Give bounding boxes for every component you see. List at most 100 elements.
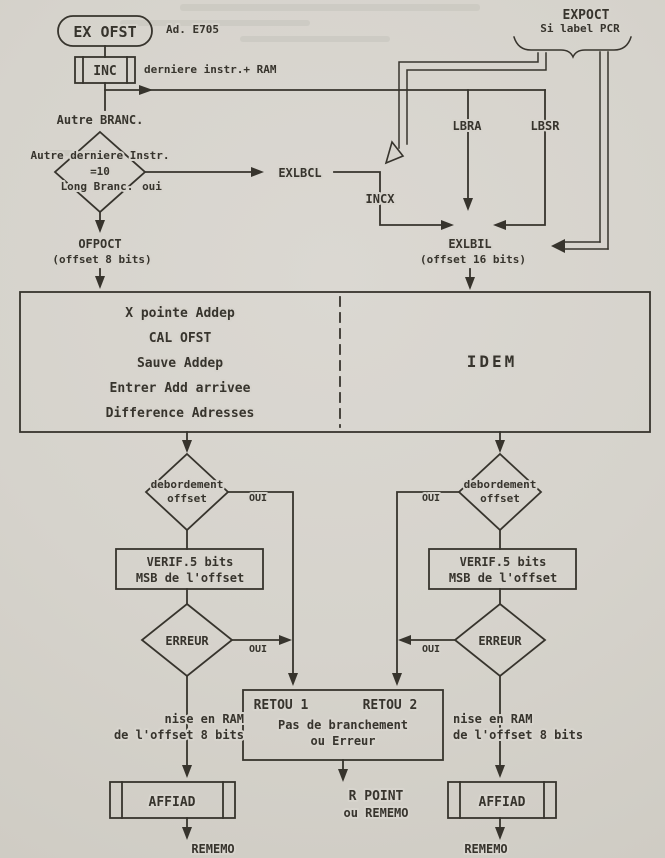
main-box-step: X pointe Addep xyxy=(125,306,235,321)
retou1-label: RETOU 1 xyxy=(254,698,309,713)
verif-box-outline xyxy=(428,548,577,590)
ram-store-left: nise en RAM de l'offset 8 bits AFFIAD RE… xyxy=(109,675,246,858)
affiad-label: AFFIAD xyxy=(149,795,196,810)
ofpoct-note: (offset 8 bits) xyxy=(52,253,151,266)
start-address-note: Ad. E705 xyxy=(166,23,219,36)
ram-store-right: nise en RAM de l'offset 8 bits AFFIAD RE… xyxy=(447,675,585,858)
lbra-label: LBRA xyxy=(453,119,483,133)
ofpoct-label: OFPOCT xyxy=(78,237,121,251)
inc-note: derniere instr.+ RAM xyxy=(144,63,277,76)
main-box-step: Difference Adresses xyxy=(106,406,255,421)
verif-line2: MSB de l'offset xyxy=(449,571,557,585)
arrowhead-down xyxy=(182,440,192,453)
erreur-decision-left: ERREUR OUI xyxy=(140,588,292,678)
verif-line2: MSB de l'offset xyxy=(136,571,244,585)
exlbil-branch: EXLBIL (offset 16 bits) xyxy=(418,235,528,290)
arrowhead-left xyxy=(493,220,506,230)
inc-process: INC derniere instr.+ RAM xyxy=(74,45,279,84)
connector-decision-to-exlbcl-incx: EXLBCL INCX xyxy=(144,164,454,230)
arrowhead-down xyxy=(495,827,505,840)
arrowhead-down xyxy=(288,673,298,686)
main-box-step: Entrer Add arrivee xyxy=(110,381,251,396)
decision-yes-label: oui xyxy=(142,180,162,193)
verif-box-outline xyxy=(115,548,264,590)
verif-line1: VERIF.5 bits xyxy=(460,555,547,569)
erreur-label: ERREUR xyxy=(165,634,209,648)
arrowhead-down xyxy=(463,198,473,211)
expoct-note: Si label PCR xyxy=(540,22,620,35)
overflow-line1: debordement xyxy=(464,478,537,491)
verif-line1: VERIF.5 bits xyxy=(147,555,234,569)
main-box-outline xyxy=(19,291,651,433)
arrowhead-right xyxy=(441,220,454,230)
overflow-line2: offset xyxy=(480,492,520,505)
verif-box-right: VERIF.5 bits MSB de l'offset xyxy=(428,529,577,590)
brace-icon xyxy=(513,36,632,59)
incx-label: INCX xyxy=(366,192,396,206)
overflow-decision-right: debordement offset OUI xyxy=(392,452,543,686)
ram-note-line2: de l'offset 8 bits xyxy=(114,728,244,742)
arrowhead-down xyxy=(495,765,505,778)
main-box-step: Sauve Addep xyxy=(137,356,223,371)
start-terminator: EX OFST Ad. E705 xyxy=(57,15,221,47)
arrowhead-down xyxy=(95,220,105,233)
overflow-yes-label: OUI xyxy=(249,493,267,504)
r-point-line2: ou REMEMO xyxy=(343,806,408,820)
ram-note-line1: nise en RAM xyxy=(453,712,532,726)
retou-line1: Pas de branchement xyxy=(278,718,408,732)
connector-expoct-to-exlbcl xyxy=(384,52,547,165)
connector-inc-to-lbra-lbsr xyxy=(104,82,546,111)
connector-box-to-overflow xyxy=(182,431,505,453)
ram-note-line2: de l'offset 8 bits xyxy=(453,728,583,742)
arrowhead-down xyxy=(182,765,192,778)
overflow-line2: offset xyxy=(167,492,207,505)
retou2-label: RETOU 2 xyxy=(363,698,418,713)
arrowhead-down xyxy=(465,277,475,290)
arrowhead-down xyxy=(95,276,105,289)
expoct-label: EXPOCT xyxy=(563,8,610,23)
autre-branc-label: Autre BRANC. xyxy=(57,113,144,127)
overflow-decision-left: debordement offset OUI xyxy=(144,452,298,686)
retou-box: RETOU 1 RETOU 2 Pas de branchement ou Er… xyxy=(242,689,444,822)
ram-note-line1: nise en RAM xyxy=(165,712,244,726)
lbra-lbsr-drops: LBRA LBSR xyxy=(451,89,562,230)
erreur-decision-right: ERREUR OUI xyxy=(398,588,547,678)
overflow-line1: debordement xyxy=(151,478,224,491)
main-box-step: CAL OFST xyxy=(149,331,212,346)
arrowhead-right xyxy=(251,167,264,177)
idem-label: IDEM xyxy=(467,352,518,371)
ofpoct-branch: OFPOCT (offset 8 bits) xyxy=(50,211,154,289)
erreur-yes-label: OUI xyxy=(422,644,440,655)
verif-box-left: VERIF.5 bits MSB de l'offset xyxy=(115,529,264,590)
affiad-label: AFFIAD xyxy=(479,795,526,810)
affiad-box xyxy=(447,781,557,819)
arrowhead-down xyxy=(182,827,192,840)
arrowhead-down xyxy=(338,769,348,782)
arrowhead-left xyxy=(398,635,411,645)
erreur-label: ERREUR xyxy=(478,634,522,648)
decision-line2: =10 xyxy=(90,165,110,178)
exlbil-note: (offset 16 bits) xyxy=(420,253,526,266)
inc-label: INC xyxy=(93,64,116,79)
affiad-box xyxy=(109,781,236,819)
overflow-yes-label: OUI xyxy=(422,493,440,504)
arrowhead-right xyxy=(139,85,153,95)
arrowhead-left xyxy=(551,239,565,253)
exlbil-label: EXLBIL xyxy=(448,237,491,251)
arrowhead-down xyxy=(392,673,402,686)
arrowhead-down xyxy=(495,440,505,453)
exlbcl-label: EXLBCL xyxy=(278,166,321,180)
lbsr-label: LBSR xyxy=(531,119,561,133)
rememo-label: REMEMO xyxy=(191,842,234,856)
long-branch-decision: Autre BRANC. Autre derniere Instr. =10 L… xyxy=(28,111,172,214)
decision-line1: Autre derniere Instr. xyxy=(30,149,169,162)
erreur-yes-label: OUI xyxy=(249,644,267,655)
connector-expoct-to-exlbil xyxy=(551,51,609,253)
expoct-header: EXPOCT Si label PCR xyxy=(513,6,632,59)
r-point-line1: R POINT xyxy=(349,789,404,804)
decision-line3: Long Branc. xyxy=(61,180,134,193)
main-computation-box: X pointe Addep CAL OFST Sauve Addep Entr… xyxy=(19,291,651,433)
hollow-arrowhead-downleft xyxy=(384,140,405,165)
